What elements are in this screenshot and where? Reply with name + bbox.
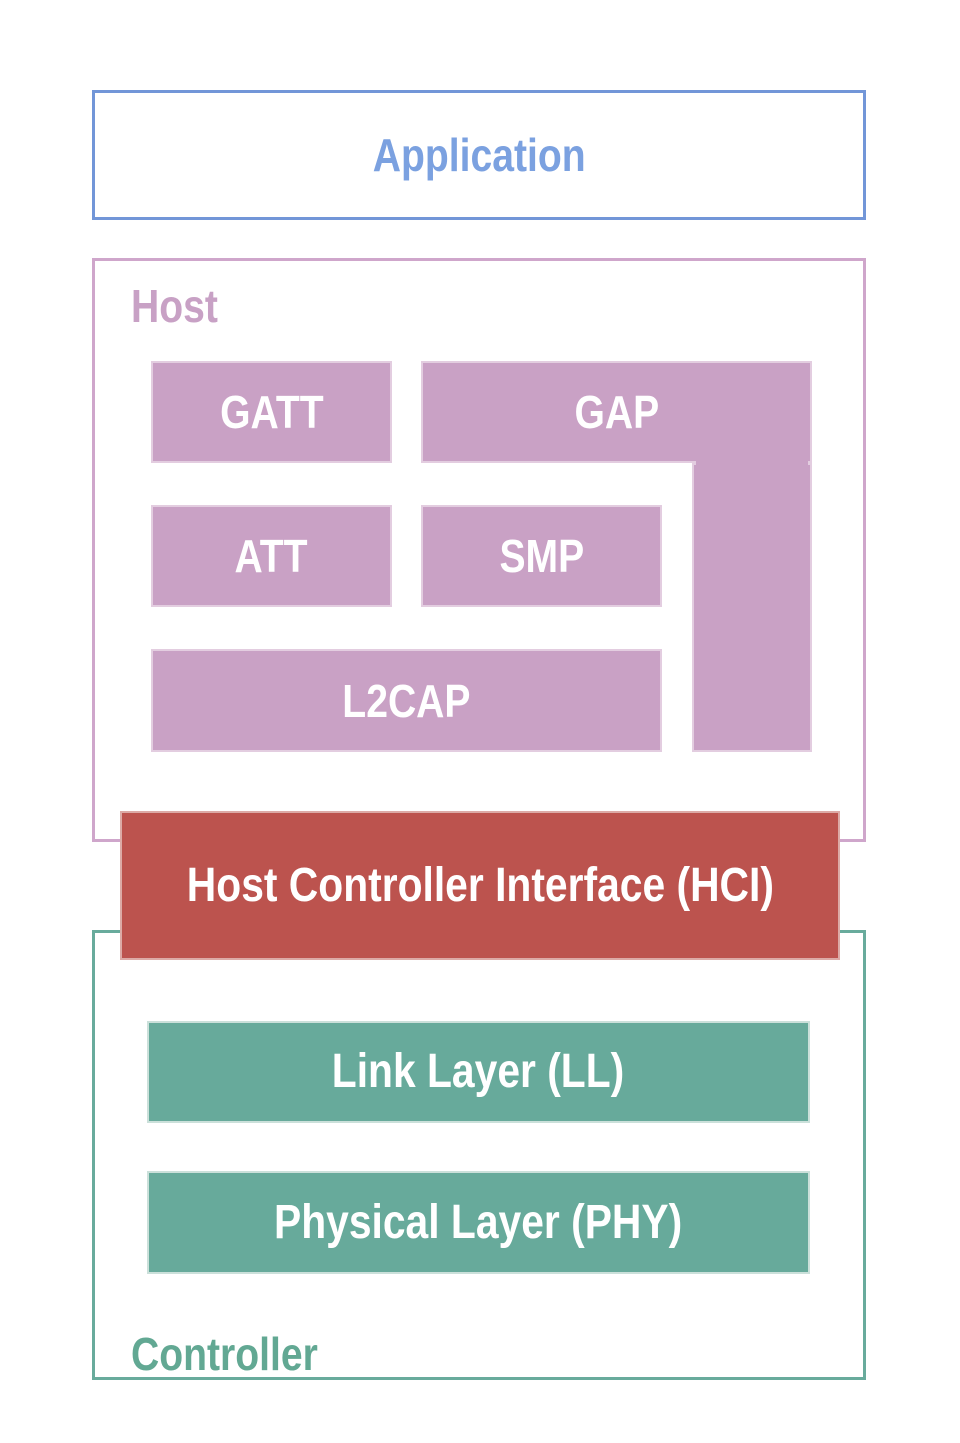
l2cap-block: L2CAP [151, 649, 662, 752]
l2cap-label: L2CAP [342, 674, 471, 727]
link-layer-block: Link Layer (LL) [147, 1021, 810, 1123]
physical-layer-label: Physical Layer (PHY) [274, 1195, 683, 1249]
application-label: Application [372, 129, 586, 181]
att-block: ATT [151, 505, 392, 607]
gap-block-seam [696, 457, 808, 469]
application-box: Application [92, 90, 866, 220]
smp-label: SMP [499, 530, 584, 582]
controller-label: Controller [131, 1328, 318, 1380]
gap-label: GAP [574, 386, 659, 438]
gatt-label: GATT [219, 386, 324, 438]
controller-box: Controller [92, 930, 866, 1380]
gatt-block: GATT [151, 361, 392, 463]
att-label: ATT [234, 530, 309, 582]
host-label: Host [131, 280, 218, 332]
link-layer-label: Link Layer (LL) [332, 1045, 625, 1098]
physical-layer-block: Physical Layer (PHY) [147, 1171, 810, 1274]
hci-label: Host Controller Interface (HCI) [186, 858, 774, 912]
smp-block: SMP [421, 505, 662, 607]
gap-block: GAP [421, 361, 812, 463]
hci-bar: Host Controller Interface (HCI) [120, 811, 840, 960]
gap-block-extension [692, 463, 812, 752]
